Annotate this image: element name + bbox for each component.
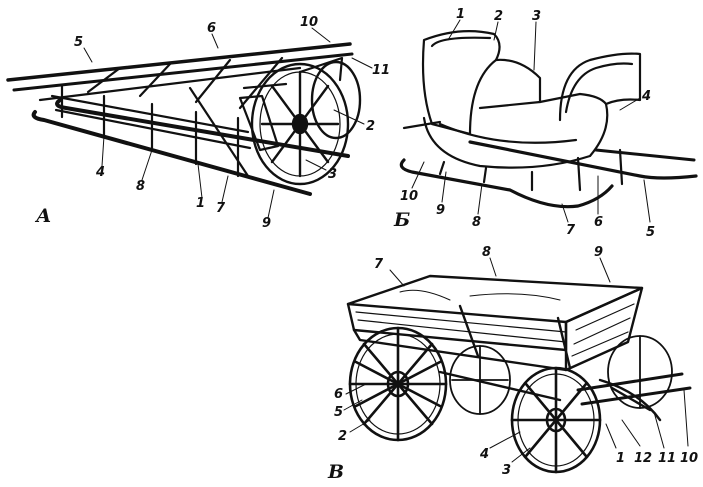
sleigh-runners	[399, 140, 698, 209]
figure-sledge: 5 6 10 11 2 3 4 8 1 7 9 А	[6, 15, 390, 231]
cart-callout-10: 10	[680, 451, 698, 466]
sleigh-callout-2: 2	[494, 9, 503, 24]
cart-box	[346, 274, 644, 372]
cart-callout-5: 5	[334, 405, 343, 420]
sleigh-callout-7: 7	[566, 223, 576, 238]
cart-callout-3: 3	[502, 463, 511, 478]
sleigh-callout-3: 3	[532, 9, 541, 24]
sleigh-callout-5: 5	[646, 225, 655, 240]
sledge-wheel	[250, 60, 362, 186]
sleigh-body	[402, 30, 696, 192]
sledge-callout-5: 5	[74, 35, 83, 50]
sledge-frame	[6, 42, 354, 178]
cart-callout-9: 9	[594, 245, 603, 260]
cart-undercarriage	[438, 370, 692, 422]
sleigh-leaders	[411, 19, 651, 223]
sleigh-callout-4: 4	[641, 89, 651, 104]
figure-cart: 7 8 9 6 5 2 4 3 1 12 11 10 В	[327, 245, 698, 483]
sledge-callout-2: 2	[366, 119, 375, 134]
sledge-callout-10: 10	[300, 15, 318, 30]
sledge-callout-6: 6	[207, 21, 216, 36]
cart-callout-8: 8	[482, 245, 491, 260]
cart-leaders	[343, 257, 689, 463]
cart-front-wheel	[510, 366, 602, 474]
cart-callout-1: 1	[616, 451, 625, 466]
figure-sleigh: 1 2 3 4 5 6 7 8 9 10 Б	[393, 7, 698, 240]
panel-label-b: Б	[393, 209, 410, 231]
cart-callouts: 7 8 9 6 5 2 4 3 1 12 11 10	[334, 245, 698, 478]
cart-callout-11: 11	[658, 451, 676, 466]
sleigh-callout-8: 8	[472, 215, 481, 230]
sleigh-callout-1: 1	[456, 7, 465, 22]
sledge-callout-11: 11	[372, 63, 390, 78]
sleigh-callout-6: 6	[594, 215, 603, 230]
sledge-callout-1: 1	[196, 196, 205, 211]
cart-callout-6: 6	[334, 387, 343, 402]
cart-callout-2: 2	[338, 429, 347, 444]
panel-label-v: В	[327, 461, 344, 483]
cart-callout-4: 4	[479, 447, 489, 462]
cart-callout-7: 7	[374, 257, 384, 272]
sledge-callout-3: 3	[328, 167, 337, 182]
sledge-callout-8: 8	[136, 179, 145, 194]
sledge-runners	[31, 98, 350, 196]
sleigh-callouts: 1 2 3 4 5 6 7 8 9 10	[400, 7, 655, 240]
sledge-callout-4: 4	[95, 165, 105, 180]
cart-callout-12: 12	[634, 451, 652, 466]
sleigh-callout-9: 9	[436, 203, 445, 218]
panel-label-a: А	[34, 205, 51, 227]
sleigh-callout-10: 10	[400, 189, 418, 204]
sledge-callout-7: 7	[216, 201, 226, 216]
sledge-callout-9: 9	[262, 216, 271, 231]
sledge-leaders	[83, 27, 373, 219]
sledge-callouts: 5 6 10 11 2 3 4 8 1 7 9	[74, 15, 390, 231]
